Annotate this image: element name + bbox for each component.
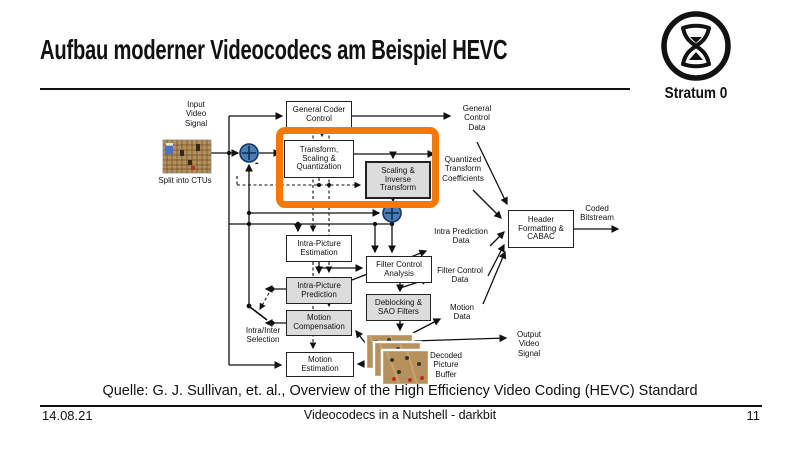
box-general-coder-control: General Coder Control <box>286 101 352 129</box>
box-scaling-inverse-transform: Scaling & Inverse Transform <box>365 161 431 199</box>
box-intra-picture-estimation: Intra-Picture Estimation <box>286 235 352 262</box>
label-minus-sign: - <box>255 157 259 169</box>
footer-date: 14.08.21 <box>42 408 93 423</box>
label-motion-data: Motion Data <box>449 303 474 322</box>
footer-page-number: 11 <box>746 408 761 423</box>
logo-label: Stratum 0 <box>664 85 728 102</box>
box-motion-compensation: Motion Compensation <box>286 310 352 336</box>
label-split-into-ctus: Split into CTUs <box>158 176 212 185</box>
label-intra-inter-selection: Intra/Inter Selection <box>245 326 281 345</box>
label-coded-bitstream: Coded Bitstream <box>580 204 614 223</box>
label-input-video-signal: Input Video Signal <box>184 100 208 128</box>
slide-title: Aufbau moderner Videocodecs am Beispiel … <box>40 34 508 65</box>
adder-icon <box>382 203 402 223</box>
label-general-control-data: General Control Data <box>462 104 492 132</box>
box-motion-estimation: Motion Estimation <box>286 352 354 377</box>
stratum0-logo: Stratum 0 <box>648 8 744 108</box>
title-divider <box>40 88 630 91</box>
label-decoded-picture-buffer: Decoded Picture Buffer <box>429 351 463 379</box>
label-quantized-transform-coefficients: Quantized Transform Coefficients <box>442 155 484 183</box>
box-intra-picture-prediction: Intra-Picture Prediction <box>286 277 352 304</box>
label-intra-prediction-data: Intra Prediction Data <box>434 227 488 246</box>
footer-divider <box>40 405 762 407</box>
adder-icon <box>239 143 259 163</box>
label-filter-control-data: Filter Control Data <box>437 266 483 285</box>
citation: Quelle: G. J. Sullivan, et. al., Overvie… <box>102 383 698 399</box>
highlight-rectangle <box>276 127 439 208</box>
footer-title: Videocodecs in a Nutshell - darkbit <box>303 408 497 422</box>
box-transform-scaling-quantization: Transform, Scaling & Quantization <box>284 140 354 178</box>
ctu-image <box>162 139 212 174</box>
decoded-picture-thumbnails <box>364 332 431 387</box>
box-filter-control-analysis: Filter Control Analysis <box>366 256 432 283</box>
hourglass-icon <box>661 11 731 81</box>
label-output-video-signal: Output Video Signal <box>516 330 541 358</box>
box-deblocking-sao-filters: Deblocking & SAO Filters <box>366 294 431 321</box>
box-header-formatting-cabac: Header Formatting & CABAC <box>508 210 574 248</box>
